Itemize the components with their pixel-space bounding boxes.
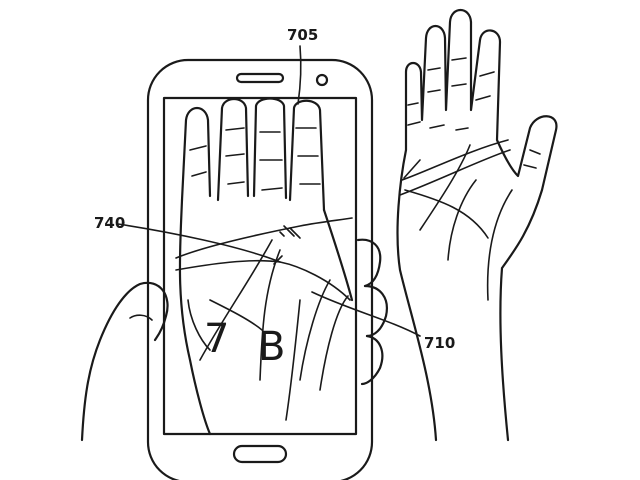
leader-740	[117, 223, 281, 263]
camera-icon	[315, 73, 329, 87]
region-letter-1: 7	[204, 316, 229, 362]
leader-705	[297, 45, 302, 105]
speaker-slot	[235, 72, 285, 84]
smartphone	[146, 58, 374, 480]
raised-hand-drawing	[396, 8, 558, 442]
ref-label-705: 705	[287, 26, 318, 44]
phone-body	[146, 58, 374, 480]
ref-label-710: 710	[424, 334, 455, 352]
phone-screen	[162, 96, 358, 436]
leader-lines	[117, 45, 421, 337]
holding-hand-drawing	[80, 238, 388, 442]
leader-710	[311, 291, 421, 337]
home-button	[232, 444, 288, 464]
region-letter-2: B	[258, 324, 285, 370]
ref-label-740: 740	[94, 214, 125, 232]
screen-hand-image	[175, 97, 354, 436]
